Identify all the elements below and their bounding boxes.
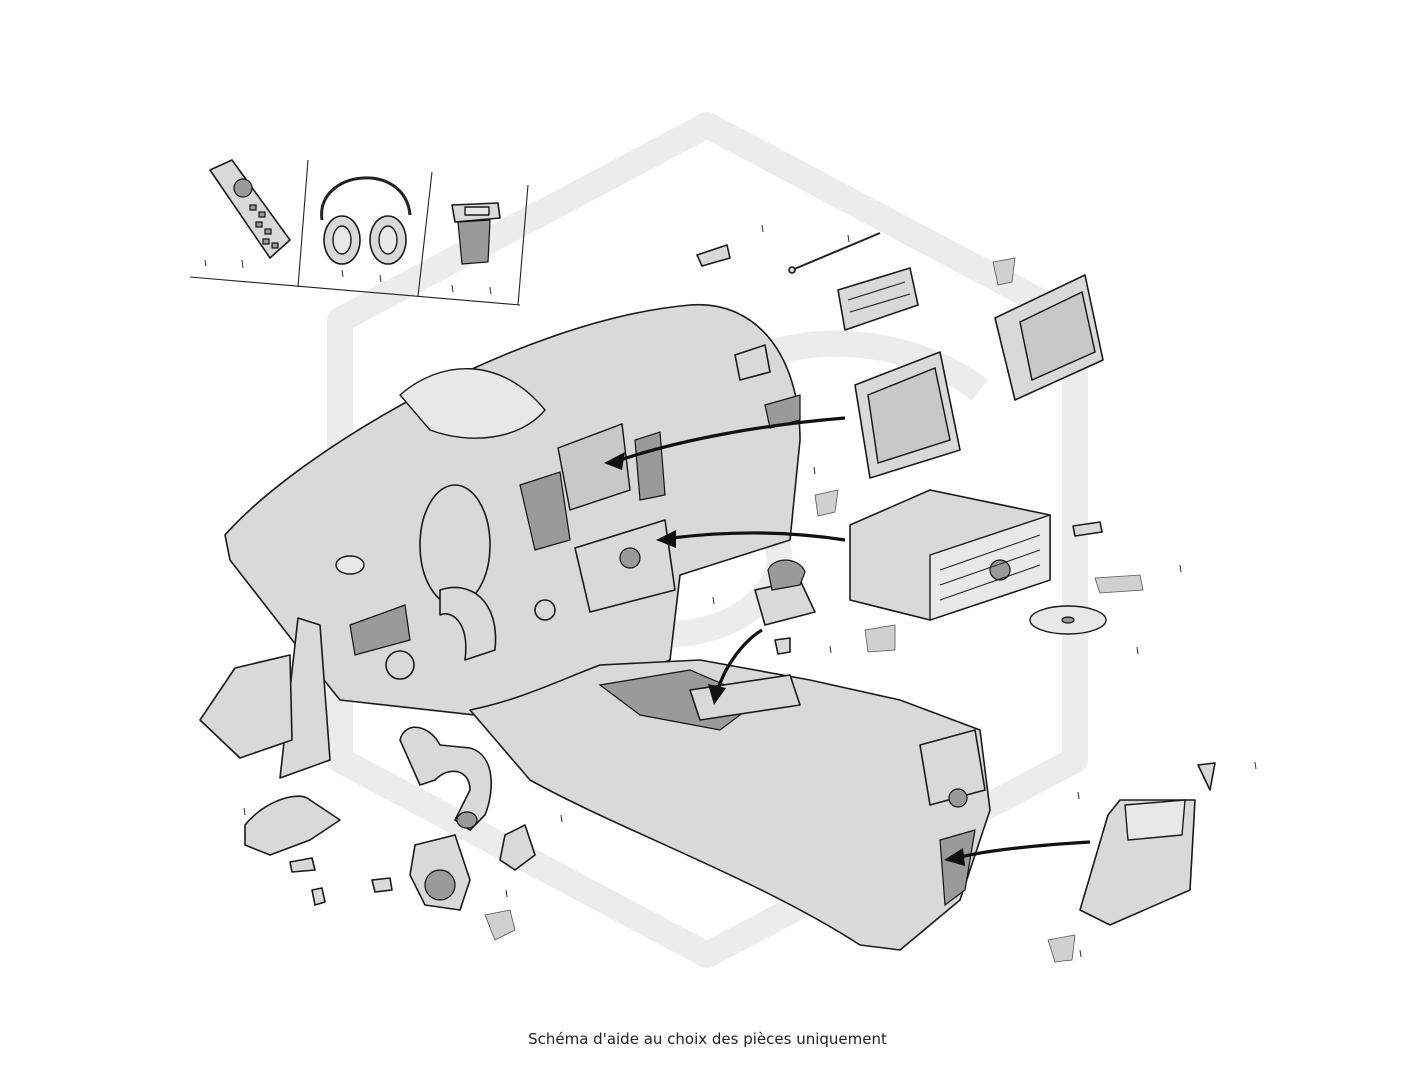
accessory-panel (189, 159, 529, 306)
position-ticks (204, 224, 1257, 958)
screw-head-unit[interactable] (1072, 521, 1103, 537)
callout-arrows (604, 416, 1091, 866)
diagram-caption: Schéma d'aide au choix des pièces unique… (528, 1030, 887, 1048)
rear-entertainment-unit[interactable] (1047, 762, 1216, 963)
disc[interactable] (1029, 605, 1107, 635)
usb-socket[interactable] (451, 202, 501, 265)
controller-knob[interactable] (754, 559, 896, 655)
dashboard (224, 304, 801, 721)
blower-unit[interactable] (409, 834, 516, 941)
trim-clip[interactable] (696, 244, 731, 267)
display-unit-rear[interactable] (992, 257, 1104, 401)
switch-module[interactable] (837, 267, 919, 331)
antenna-cable[interactable] (788, 232, 881, 274)
remote-control[interactable] (209, 159, 291, 259)
headphones[interactable] (320, 176, 412, 265)
display-unit-front[interactable] (854, 351, 961, 479)
fasteners[interactable] (289, 857, 393, 906)
label-tag (1094, 574, 1144, 594)
air-ducts[interactable] (244, 726, 536, 871)
glovebox-panel (199, 617, 331, 779)
head-unit[interactable] (814, 489, 1051, 621)
center-console (469, 659, 991, 951)
dashboard-screen (557, 423, 631, 511)
